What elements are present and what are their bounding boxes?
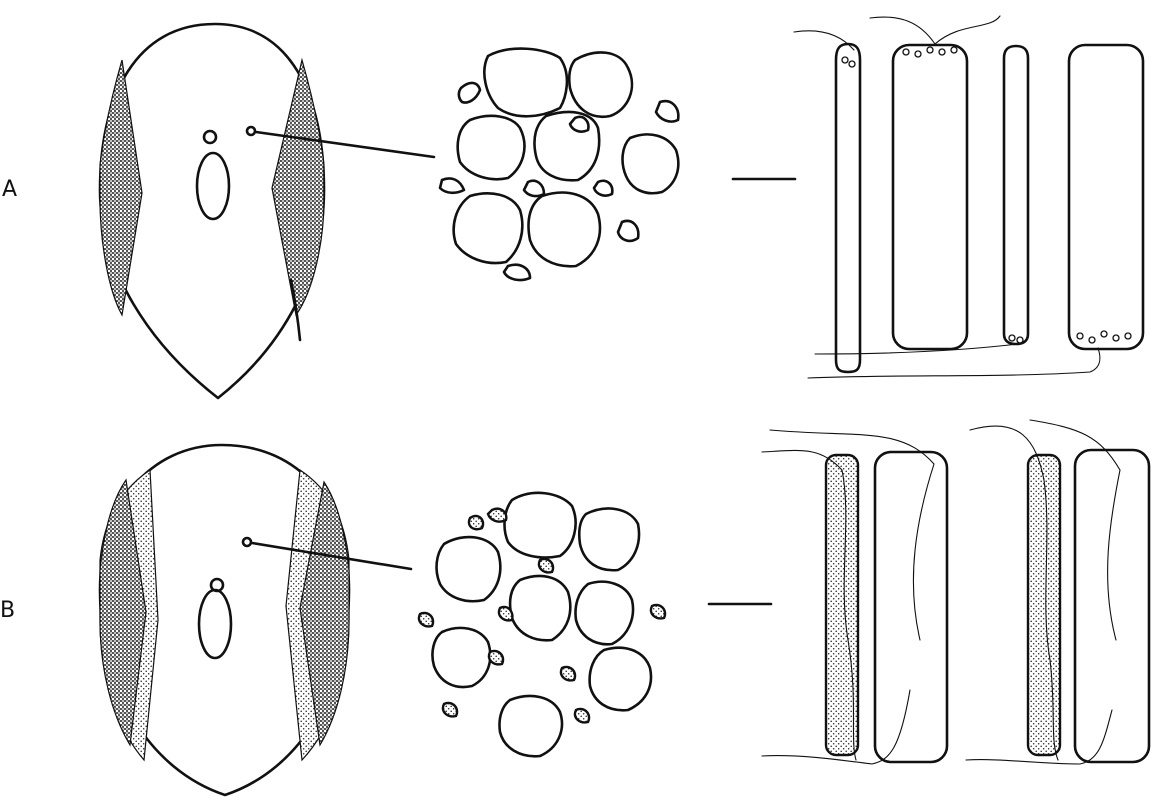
- muscle-b: [100, 445, 349, 795]
- fibers-b-right-pair: [966, 420, 1149, 764]
- muscle-a-right-dark-region: [272, 60, 324, 315]
- cross-section-b: [419, 493, 665, 756]
- muscle-a-left-dark-region: [100, 60, 142, 315]
- cross-section-a: [440, 49, 678, 280]
- fibers-a: [794, 16, 1143, 378]
- muscle-a: [100, 24, 324, 398]
- row-label-b: B: [0, 598, 15, 623]
- fibers-b-left-pair: [762, 430, 947, 764]
- row-label-a: A: [2, 177, 17, 202]
